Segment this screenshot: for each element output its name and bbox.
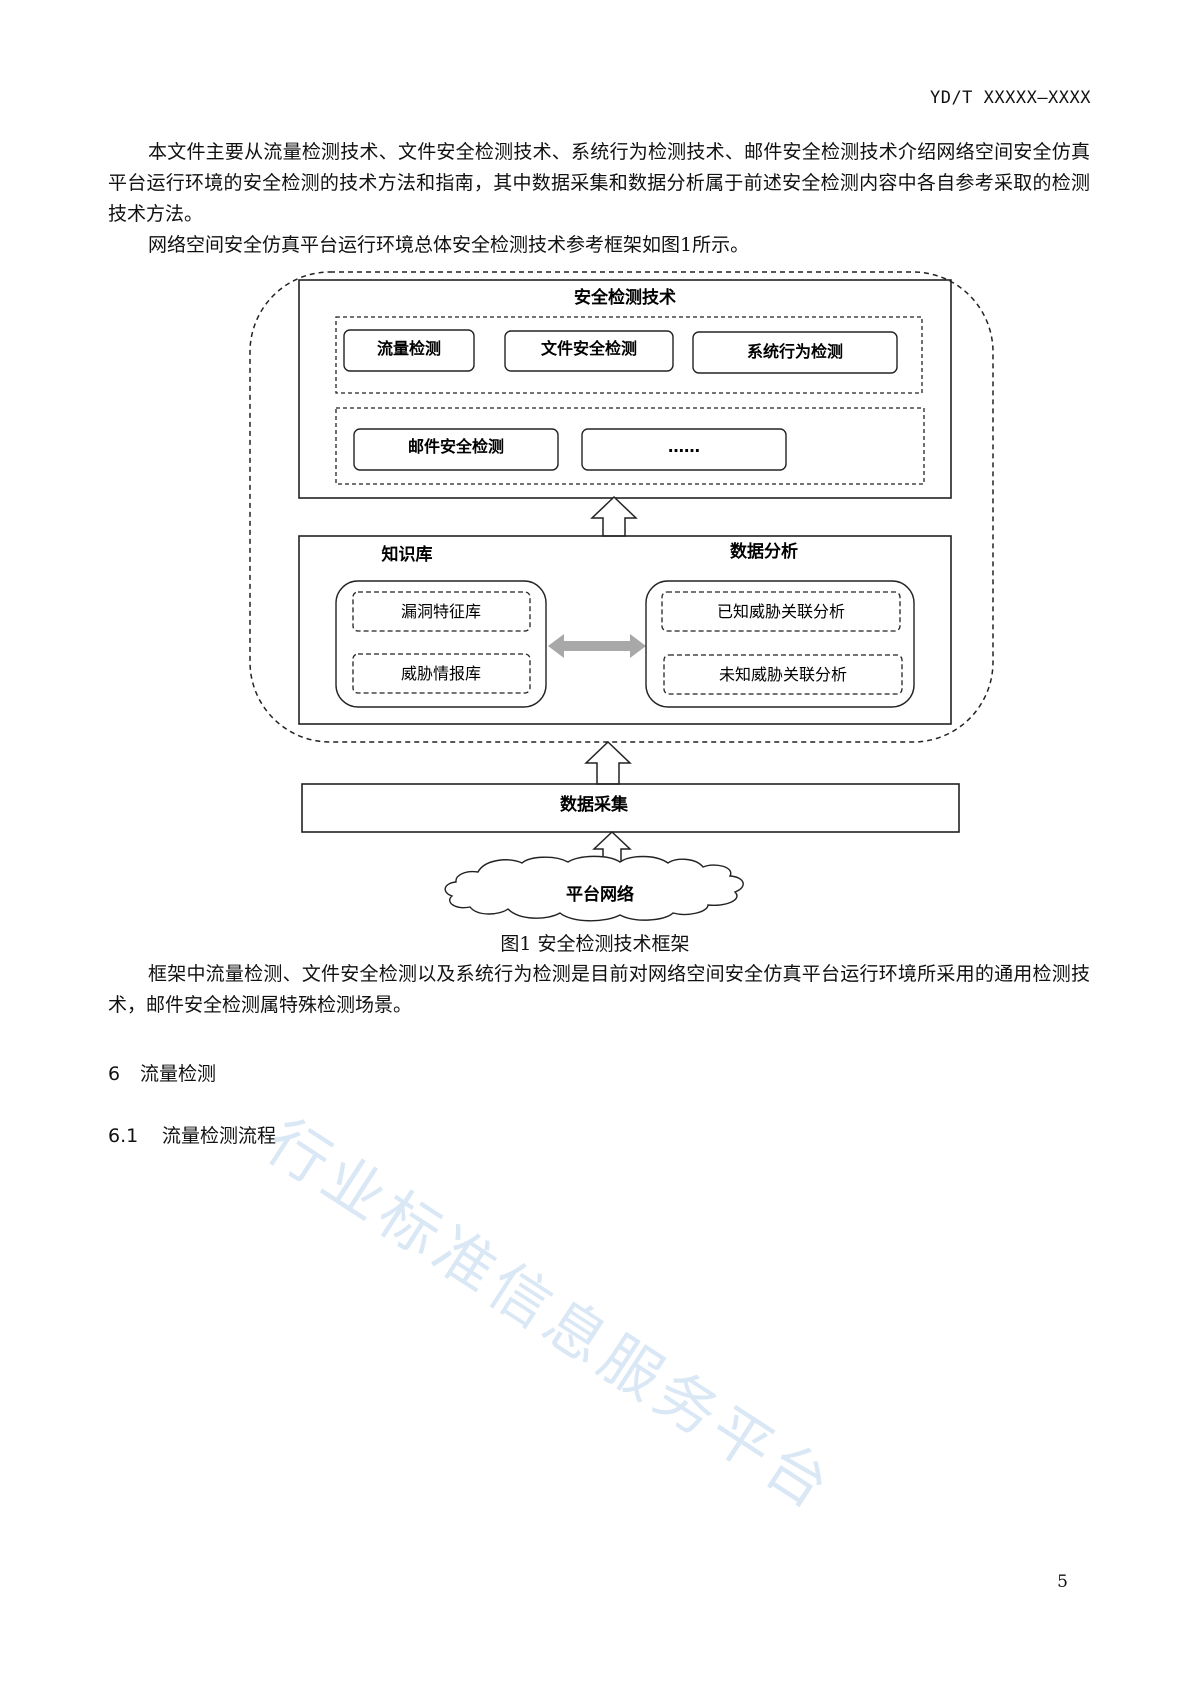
threat-intel-label: 威胁情报库 [401,664,481,683]
section-6-number: 6 [108,1063,121,1085]
analysis-layer-box [298,535,952,725]
framework-diagram: 安全检测技术 流量检测 文件安全检测 系统行为检测 邮件安全检测 …… 知识库 … [249,271,994,922]
framework-intro-paragraph: 网络空间安全仿真平台运行环境总体安全检测技术参考框架如图1所示。 [148,234,750,256]
vuln-signature-box [352,591,531,632]
known-threat-box [661,591,901,632]
data-collection-box [301,783,960,833]
network-cloud-shape [444,855,744,922]
watermark: 行业标准信息服务平台 [254,1106,846,1525]
section-6-1-heading: 6.1 流量检测流程 [108,1121,276,1148]
figure-caption: 图1 安全检测技术框架 [500,933,690,955]
section-6-title: 流量检测 [140,1063,217,1085]
knowledge-base-group [335,580,547,708]
mail-security-label: 邮件安全检测 [408,437,504,456]
system-behavior-box [692,331,898,374]
double-arrow [548,634,646,658]
outer-dashed-container [249,271,994,743]
arrow-up-2 [584,740,632,785]
data-analysis-title: 数据分析 [730,541,798,562]
system-behavior-label: 系统行为检测 [747,342,843,361]
threat-intel-box [352,653,531,694]
unknown-threat-box [663,654,903,695]
section-6-1-number: 6.1 [108,1125,139,1147]
data-collection-label: 数据采集 [560,794,629,815]
security-tech-title: 安全检测技术 [574,287,676,308]
platform-network-label: 平台网络 [566,884,634,905]
document-code: YD/T XXXXX—XXXX [929,88,1091,108]
traffic-detection-label: 流量检测 [377,339,441,358]
section-6-1-title: 流量检测流程 [162,1125,277,1147]
traffic-detection-box [343,329,475,372]
known-threat-label: 已知威胁关联分析 [717,602,845,621]
more-label: …… [668,437,700,456]
row1-dashed-group [335,316,923,394]
data-analysis-group [645,580,915,708]
arrow-up-1 [590,495,638,537]
unknown-threat-label: 未知威胁关联分析 [719,665,847,684]
framework-description-paragraph: 框架中流量检测、文件安全检测以及系统行为检测是目前对网络空间安全仿真平台运行环境… [108,963,1090,1016]
intro-paragraph: 本文件主要从流量检测技术、文件安全检测技术、系统行为检测技术、邮件安全检测技术介… [108,141,1090,225]
row2-dashed-group [335,407,925,485]
vuln-signature-label: 漏洞特征库 [401,602,481,621]
page-number: 5 [1057,1572,1068,1592]
file-security-box [504,330,674,372]
more-box [581,428,787,471]
section-6-heading: 6 流量检测 [108,1059,216,1086]
knowledge-base-title: 知识库 [381,544,433,565]
security-tech-box [298,279,952,499]
file-security-label: 文件安全检测 [541,339,637,358]
mail-security-box [353,428,559,471]
